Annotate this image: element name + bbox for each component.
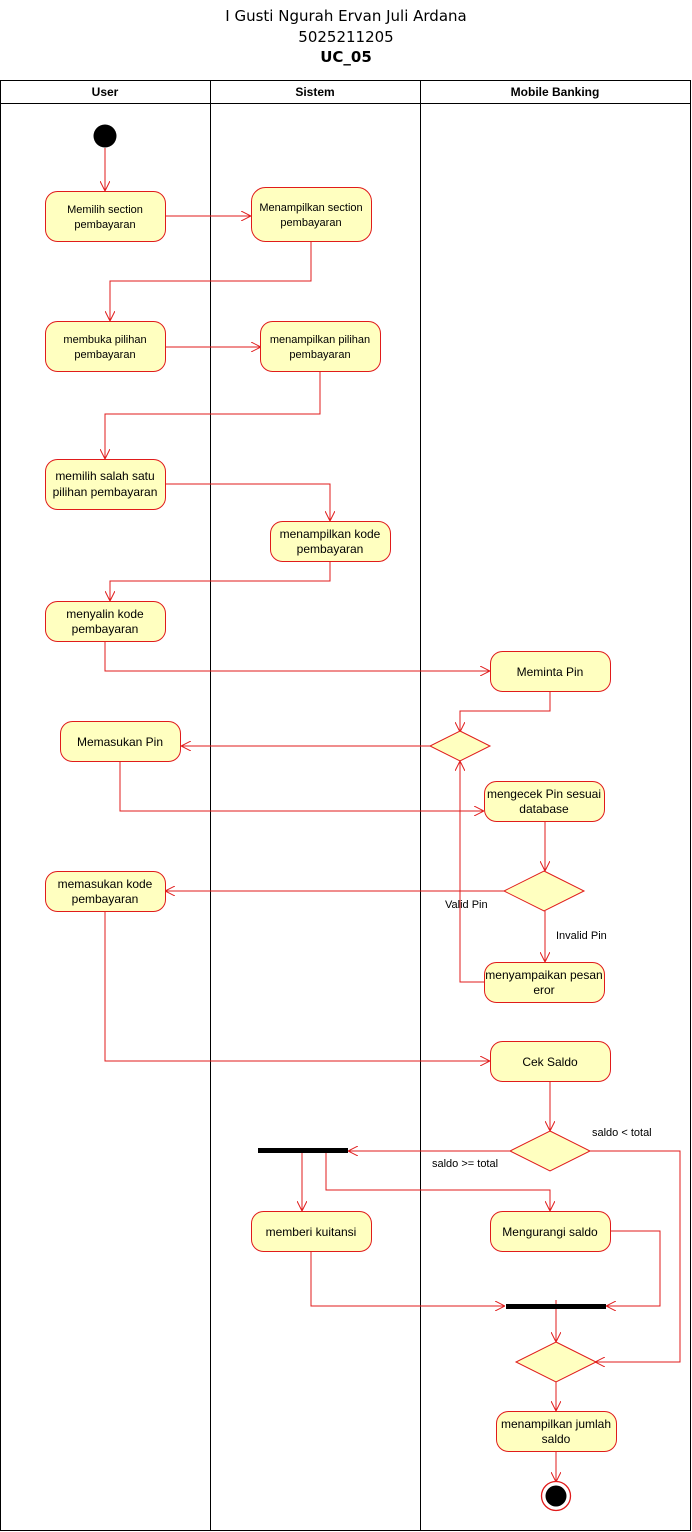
- decision-pin-valid: [502, 870, 586, 912]
- activity-label-line: menampilkan jumlah: [501, 1417, 611, 1431]
- activity-label-line: Meminta Pin: [517, 665, 584, 679]
- activity-menampilkan-section: Menampilkan section pembayaran: [251, 187, 372, 242]
- merge-final: [514, 1341, 598, 1383]
- activity-label-line: Cek Saldo: [522, 1055, 578, 1069]
- decision-saldo: [508, 1130, 592, 1172]
- guard-valid-pin: Valid Pin: [445, 899, 488, 911]
- fork-bar: [258, 1148, 348, 1153]
- edge-a6-a7: [110, 561, 331, 600]
- activity-label-line: memasukan kode: [58, 877, 153, 891]
- activity-label-line: membuka pilihan: [63, 334, 146, 346]
- activity-mengurangi-saldo: Mengurangi saldo: [490, 1211, 611, 1252]
- activity-label-line: memilih salah satu: [55, 469, 154, 483]
- activity-label-line: mengecek Pin sesuai: [487, 787, 601, 801]
- activity-cek-saldo: Cek Saldo: [490, 1041, 611, 1082]
- activity-memilih-salah-satu: memilih salah satu pilihan pembayaran: [45, 459, 166, 510]
- activity-label-line: pembayaran: [72, 892, 139, 906]
- guard-saldo-lt-total: saldo < total: [592, 1127, 652, 1139]
- activity-membuka-pilihan: membuka pilihan pembayaran: [45, 321, 166, 372]
- activity-label-line: menampilkan kode: [280, 527, 381, 541]
- activity-label-line: pembayaran: [289, 349, 350, 361]
- activity-label-line: saldo: [542, 1432, 571, 1446]
- edge-a4-a5: [105, 372, 321, 458]
- activity-menampilkan-kode: menampilkan kode pembayaran: [270, 521, 391, 562]
- edge-a7-a8: [104, 641, 489, 671]
- activity-label-line: Memilih section: [67, 204, 143, 216]
- edge-a12-d1: [460, 762, 484, 983]
- activity-meminta-pin: Meminta Pin: [490, 651, 611, 692]
- lane-header-mobile-banking: Mobile Banking: [511, 85, 600, 99]
- activity-label-line: Memasukan Pin: [77, 735, 163, 749]
- activity-label-line: pembayaran: [72, 622, 139, 636]
- activity-menampilkan-jumlah-saldo: menampilkan jumlah saldo: [496, 1411, 617, 1452]
- activity-label-line: eror: [533, 983, 554, 997]
- guard-invalid-pin: Invalid Pin: [556, 930, 607, 942]
- edge-a5-a6: [165, 483, 330, 520]
- activity-label-line: Menampilkan section: [259, 202, 362, 214]
- lane-header-sistem: Sistem: [295, 85, 334, 99]
- activity-label-line: Mengurangi saldo: [502, 1225, 598, 1239]
- edge-a8-d1: [460, 691, 551, 731]
- activity-label-line: menampilkan pilihan: [270, 334, 370, 346]
- final-node: [540, 1480, 572, 1512]
- activity-label-line: memberi kuitansi: [266, 1225, 357, 1239]
- edge-fork-a15: [325, 1151, 550, 1210]
- swimlanes: [0, 80, 691, 1531]
- join-bar: [506, 1304, 606, 1309]
- decision-pin-merge: [428, 730, 492, 762]
- diagram-nrp: 5025211205: [298, 28, 394, 46]
- initial-node: [93, 124, 117, 148]
- activity-label-line: pembayaran: [74, 219, 135, 231]
- guard-saldo-ge-total: saldo >= total: [432, 1158, 498, 1170]
- activity-label-line: pembayaran: [297, 542, 364, 556]
- activity-label-line: menyampaikan pesan: [485, 968, 602, 982]
- activity-mengecek-pin: mengecek Pin sesuai database: [484, 781, 605, 822]
- activity-memilih-section: Memilih section pembayaran: [45, 191, 166, 242]
- edges: [104, 148, 681, 1481]
- activity-memasukan-kode: memasukan kode pembayaran: [45, 871, 166, 912]
- diagram-author: I Gusti Ngurah Ervan Juli Ardana: [225, 7, 467, 25]
- activity-menampilkan-pilihan: menampilkan pilihan pembayaran: [260, 321, 381, 372]
- edge-a14-join: [310, 1250, 504, 1306]
- edge-a15-join: [607, 1230, 661, 1306]
- activity-menyalin-kode: menyalin kode pembayaran: [45, 601, 166, 642]
- activity-label-line: pembayaran: [74, 349, 135, 361]
- activity-menyampaikan-pesan: menyampaikan pesan eror: [484, 962, 605, 1003]
- edge-a9-a10: [119, 762, 483, 811]
- activity-label-line: menyalin kode: [66, 607, 144, 621]
- edge-a11-a13: [104, 911, 489, 1061]
- activity-label-line: pembayaran: [280, 217, 341, 229]
- activity-label-line: database: [519, 802, 569, 816]
- edge-d3-merge: [590, 1150, 681, 1362]
- activity-label-line: pilihan pembayaran: [53, 485, 158, 499]
- activity-memasukan-pin: Memasukan Pin: [60, 721, 181, 762]
- lane-header-user: User: [92, 85, 119, 99]
- edge-a2-a3: [110, 241, 312, 320]
- diagram-usecase: UC_05: [320, 48, 372, 66]
- activity-memberi-kuitansi: memberi kuitansi: [251, 1211, 372, 1252]
